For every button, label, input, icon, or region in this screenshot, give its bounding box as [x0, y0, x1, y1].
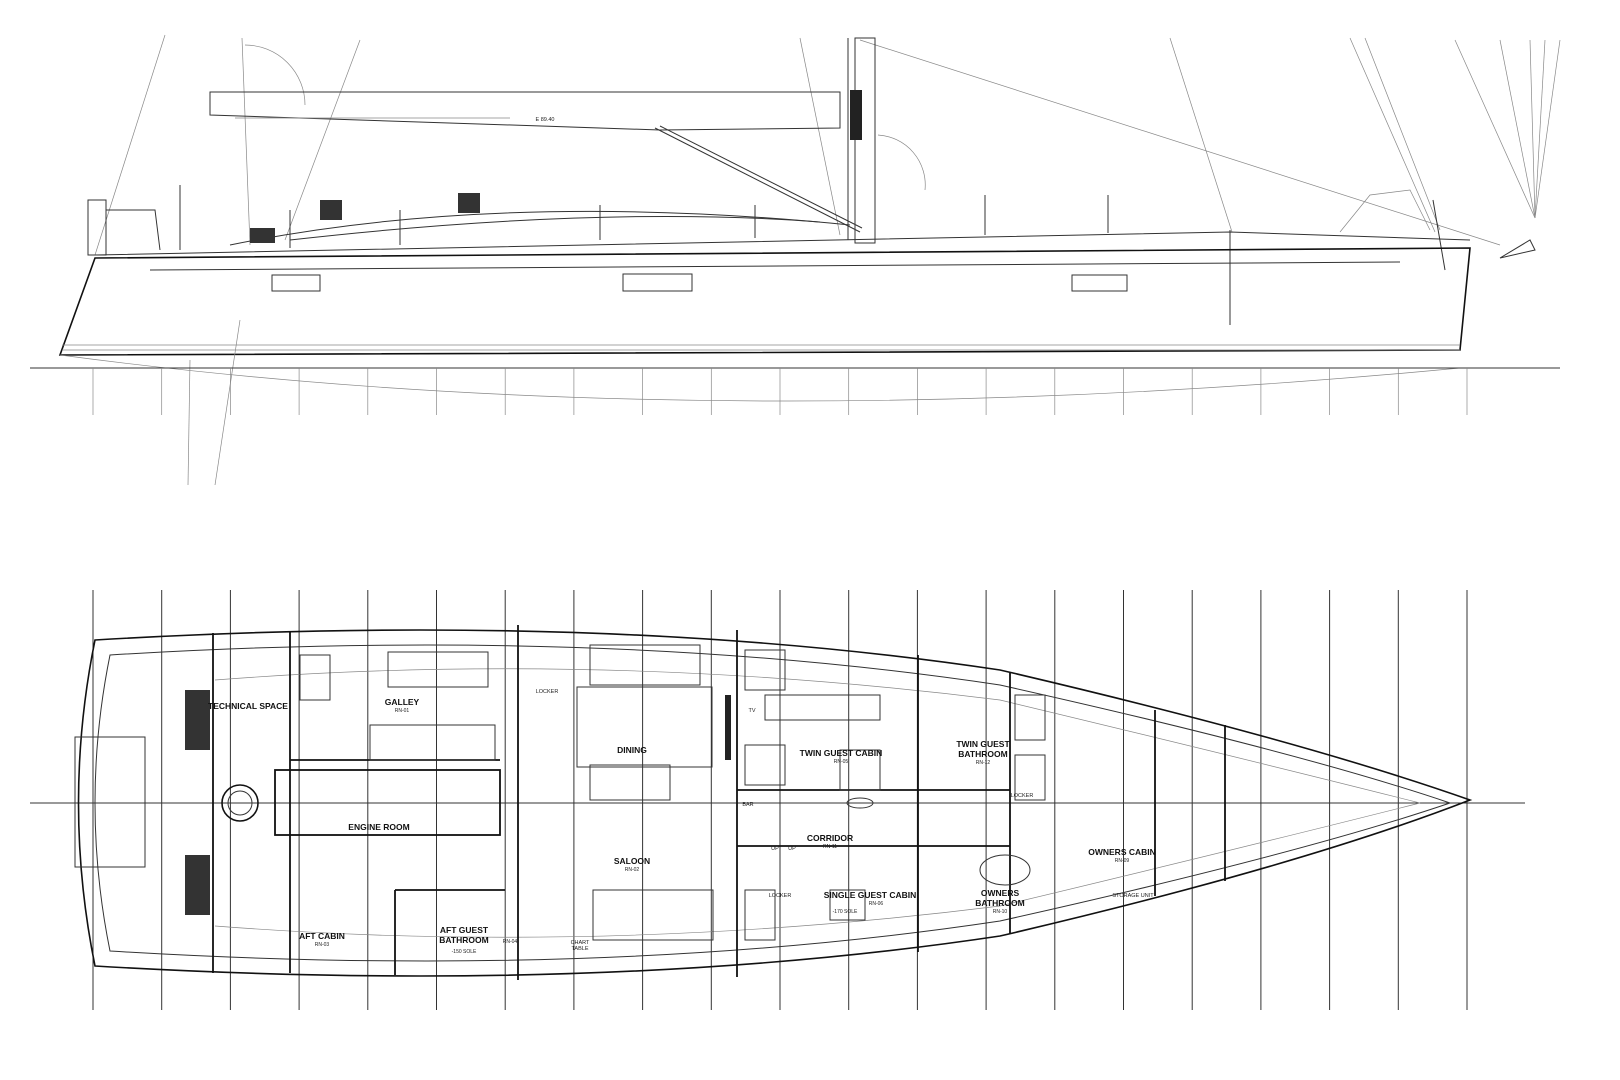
room-code: RN-01 [395, 708, 410, 714]
chart-table-label: CHART [571, 940, 590, 946]
boom-dimension: E 89.40 [536, 117, 555, 123]
room-label-single-guest-cabin: SINGLE GUEST CABIN [824, 890, 917, 900]
furniture [299, 644, 1046, 941]
hull-plan [74, 629, 1473, 977]
chart-table-label-line2: TABLE [571, 946, 588, 952]
portlight [271, 274, 321, 292]
room-code: RN-02 [625, 867, 640, 873]
room-label-owners-cabin: OWNERS CABIN [1088, 847, 1156, 857]
rigging-lines [94, 34, 1561, 256]
room-labels: TECHNICAL SPACE GALLEY RN-01 ENGINE ROOM… [208, 697, 1156, 955]
room-label-line2: BATHROOM [958, 749, 1007, 759]
room-code: RN-10 [993, 909, 1008, 915]
sole-note: -170 SOLE [833, 909, 858, 915]
room-code: RN-04 [503, 939, 518, 945]
room-code: RN-09 [1115, 858, 1130, 864]
room-label-line2: BATHROOM [975, 898, 1024, 908]
deck [87, 185, 1536, 325]
room-code: RN-05 [834, 759, 849, 765]
stair-up-label: UP [788, 846, 796, 852]
room-label-aft-guest-bathroom: AFT GUEST [440, 925, 489, 935]
room-label-saloon: SALOON [614, 856, 650, 866]
room-label-technical-space: TECHNICAL SPACE [208, 701, 288, 711]
room-label-dining: DINING [617, 745, 647, 755]
room-label-line2: BATHROOM [439, 935, 488, 945]
room-code: RN-03 [315, 942, 330, 948]
room-label-twin-guest-cabin: TWIN GUEST CABIN [800, 748, 883, 758]
room-label-engine-room: ENGINE ROOM [348, 822, 409, 832]
engine-room-box [274, 769, 501, 836]
mast [847, 37, 876, 244]
stair-up-label: UP [771, 846, 779, 852]
storage-unit-label: STORAGE UNIT [1112, 893, 1154, 899]
room-code: RN-11 [823, 844, 837, 850]
locker-label: LOCKER [769, 893, 792, 899]
plan-view: TECHNICAL SPACE GALLEY RN-01 ENGINE ROOM… [30, 590, 1525, 1010]
boom: E 89.40 [209, 91, 863, 233]
portlight [622, 273, 693, 292]
room-label-galley: GALLEY [385, 697, 420, 707]
room-code: RN-12 [976, 760, 991, 766]
locker-label: LOCKER [1011, 793, 1034, 799]
tv-label: TV [748, 708, 755, 714]
plan-annotations: LOCKER LOCKER LOCKER CHART TABLE TV BAR … [536, 689, 1155, 952]
profile-view: E 89.40 [30, 34, 1561, 486]
locker-label: LOCKER [536, 689, 559, 695]
waterline-and-stations [30, 367, 1560, 415]
bar-label: BAR [742, 802, 753, 808]
hull-profile [58, 247, 1471, 486]
room-label-owners-bathroom: OWNERS [981, 888, 1020, 898]
portlight [1071, 274, 1128, 292]
sole-note: -150 SOLE [452, 949, 477, 955]
room-label-twin-guest-bathroom: TWIN GUEST [956, 739, 1010, 749]
room-label-corridor: CORRIDOR [807, 833, 853, 843]
room-label-aft-cabin: AFT CABIN [299, 931, 345, 941]
room-code: RN-06 [869, 901, 884, 907]
